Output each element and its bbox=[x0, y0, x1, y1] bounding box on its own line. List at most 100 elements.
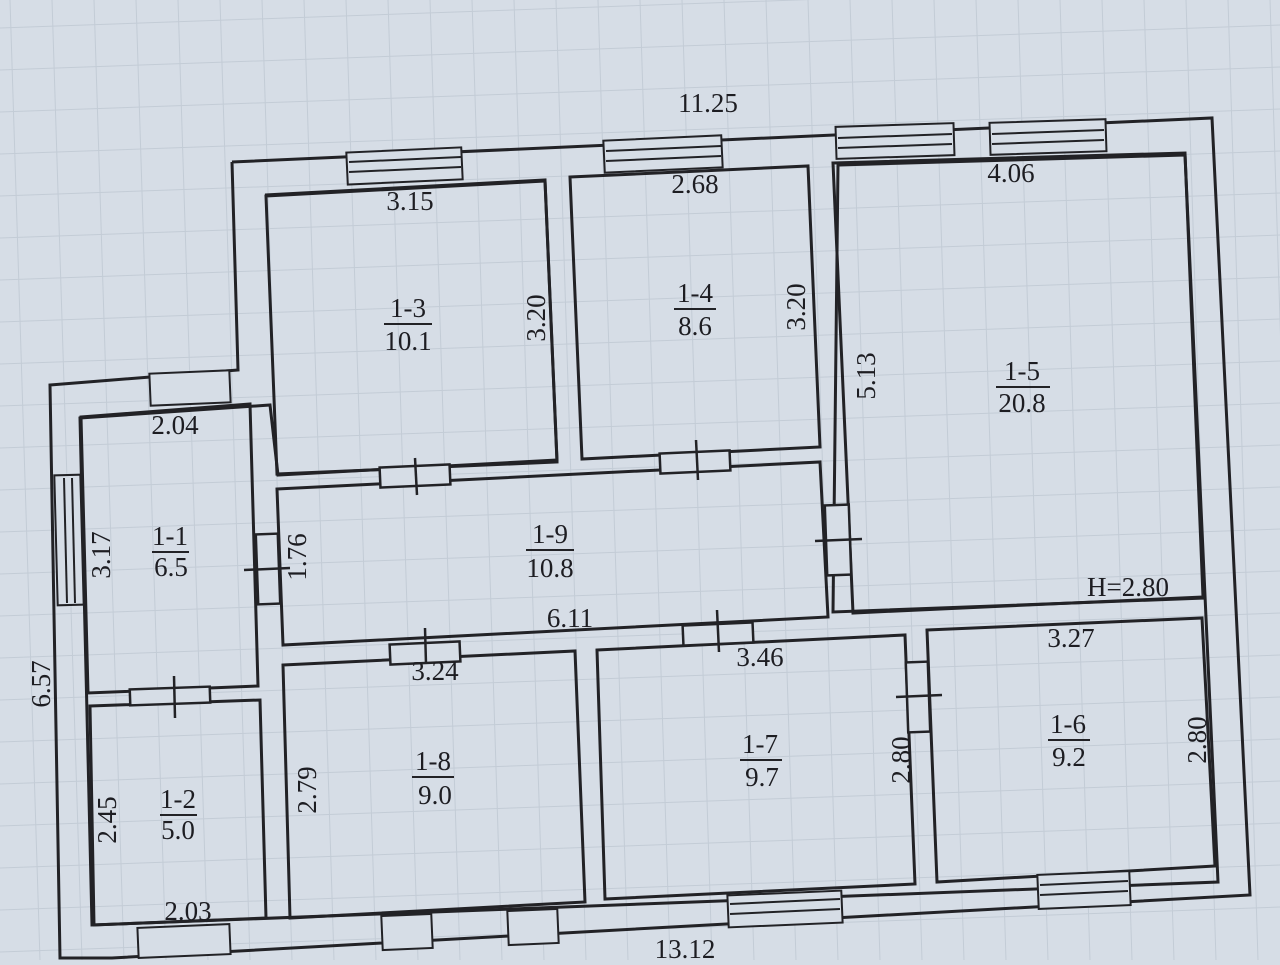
dim-room-1-3-right: 3.20 bbox=[521, 294, 551, 341]
door-1-3 bbox=[378, 457, 452, 496]
grid-line-horizontal bbox=[0, 696, 1280, 743]
grid-line-horizontal bbox=[0, 24, 1280, 71]
dim-room-1-1-left: 3.17 bbox=[86, 531, 116, 578]
grid-line-vertical bbox=[1143, 0, 1175, 961]
room-1-7-walls bbox=[595, 633, 917, 901]
room-area: 10.1 bbox=[384, 326, 431, 356]
window-top-1 bbox=[345, 146, 464, 186]
room-number: 1-9 bbox=[532, 519, 568, 549]
door-1-7 bbox=[681, 609, 755, 653]
grid-line-horizontal bbox=[0, 402, 1280, 449]
room-area: 5.0 bbox=[161, 815, 195, 845]
grid-line-horizontal bbox=[0, 108, 1280, 155]
room-number: 1-7 bbox=[742, 729, 778, 759]
window-bottom-1 bbox=[136, 923, 232, 959]
grid-line-vertical bbox=[177, 0, 209, 961]
grid-line-vertical bbox=[1227, 0, 1259, 961]
dimension-labels: 11.25 13.12 6.57 3.15 3.20 2.68 3.20 4.0… bbox=[26, 88, 1212, 964]
windows bbox=[53, 118, 1132, 959]
room-area: 20.8 bbox=[998, 388, 1045, 418]
doors bbox=[128, 439, 943, 734]
room-1-5-label: 1-5 20.8 bbox=[996, 356, 1050, 418]
dim-room-1-4-top: 2.68 bbox=[671, 169, 718, 199]
room-1-7-label: 1-7 9.7 bbox=[740, 729, 782, 792]
grid-line-vertical bbox=[849, 0, 881, 961]
window-bottom-4 bbox=[726, 889, 844, 929]
window-left bbox=[53, 473, 85, 607]
window-bottom-5 bbox=[1036, 870, 1132, 910]
door-1-6 bbox=[895, 660, 943, 734]
room-number: 1-3 bbox=[390, 293, 426, 323]
room-1-8-walls bbox=[281, 649, 587, 920]
room-1-4-label: 1-4 8.6 bbox=[674, 278, 716, 341]
grid-line-horizontal bbox=[0, 66, 1280, 113]
grid-line-vertical bbox=[1059, 0, 1091, 961]
door-1-1 bbox=[243, 532, 291, 606]
room-number: 1-4 bbox=[677, 278, 713, 308]
room-1-6-label: 1-6 9.2 bbox=[1048, 709, 1090, 772]
room-number: 1-6 bbox=[1050, 709, 1086, 739]
door-1-8 bbox=[388, 627, 462, 666]
window-entry-top bbox=[148, 369, 232, 407]
grid-line-vertical bbox=[9, 0, 41, 961]
dim-room-1-2-left: 2.45 bbox=[92, 796, 122, 843]
room-area: 9.0 bbox=[418, 780, 452, 810]
grid-line-vertical bbox=[765, 0, 797, 961]
dim-room-1-7-top: 3.46 bbox=[736, 642, 783, 672]
room-area: 9.7 bbox=[745, 762, 779, 792]
room-1-3-walls bbox=[264, 179, 559, 476]
room-1-6-walls bbox=[925, 616, 1217, 884]
ceiling-height-label: H=2.80 bbox=[1087, 572, 1169, 602]
room-area: 10.8 bbox=[526, 553, 573, 583]
grid-line-vertical bbox=[135, 0, 167, 961]
room-number: 1-2 bbox=[160, 784, 196, 814]
room-1-8-label: 1-8 9.0 bbox=[412, 746, 454, 810]
grid-line-horizontal bbox=[0, 444, 1280, 491]
grid-line-horizontal bbox=[0, 612, 1280, 659]
grid-line-vertical bbox=[303, 0, 335, 961]
grid-line-horizontal bbox=[0, 654, 1280, 701]
window-bottom-2 bbox=[380, 912, 434, 952]
grid-line-vertical bbox=[807, 0, 839, 961]
grid-line-horizontal bbox=[0, 780, 1280, 827]
dim-overall-bottom: 13.12 bbox=[655, 934, 716, 960]
window-top-3 bbox=[834, 122, 956, 160]
grid-line-vertical bbox=[219, 0, 251, 961]
grid-line-vertical bbox=[1269, 0, 1280, 337]
room-area: 9.2 bbox=[1052, 742, 1086, 772]
room-1-5-walls bbox=[831, 151, 1205, 615]
dim-room-1-1-top: 2.04 bbox=[151, 410, 199, 440]
room-1-1-walls bbox=[79, 402, 260, 695]
grid-line-horizontal bbox=[0, 864, 1280, 911]
door-1-2 bbox=[128, 675, 212, 719]
window-bottom-3 bbox=[506, 907, 560, 947]
grid-line-vertical bbox=[597, 0, 629, 961]
grid-line-vertical bbox=[1101, 0, 1133, 961]
dim-room-1-3-top: 3.15 bbox=[386, 186, 433, 216]
grid-line-horizontal bbox=[0, 276, 1280, 323]
room-number: 1-5 bbox=[1004, 356, 1040, 386]
outer-wall-outline bbox=[48, 116, 1252, 960]
inner-wall-outline bbox=[78, 153, 1220, 927]
window-top-4 bbox=[988, 118, 1108, 156]
dim-room-1-5-top: 4.06 bbox=[987, 158, 1034, 188]
dim-room-1-2-bottom: 2.03 bbox=[164, 896, 211, 926]
dim-room-1-4-right: 3.20 bbox=[781, 283, 811, 330]
room-1-4-walls bbox=[568, 164, 822, 461]
grid-line-vertical bbox=[513, 0, 545, 961]
door-1-4 bbox=[658, 439, 732, 481]
grid-line-vertical bbox=[345, 0, 377, 961]
dim-room-1-5-left: 5.13 bbox=[851, 352, 881, 399]
grid-line-vertical bbox=[723, 0, 755, 961]
grid-line-horizontal bbox=[0, 528, 1280, 575]
door-1-5 bbox=[814, 503, 863, 577]
room-1-9-label: 1-9 10.8 bbox=[526, 519, 574, 583]
dim-room-1-8-top: 3.24 bbox=[411, 656, 459, 686]
grid-line-horizontal bbox=[0, 570, 1280, 617]
dim-room-1-9-left: 1.76 bbox=[282, 533, 312, 580]
room-number: 1-1 bbox=[152, 521, 188, 551]
grid-line-horizontal bbox=[0, 318, 1280, 365]
room-1-3-label: 1-3 10.1 bbox=[384, 293, 432, 356]
